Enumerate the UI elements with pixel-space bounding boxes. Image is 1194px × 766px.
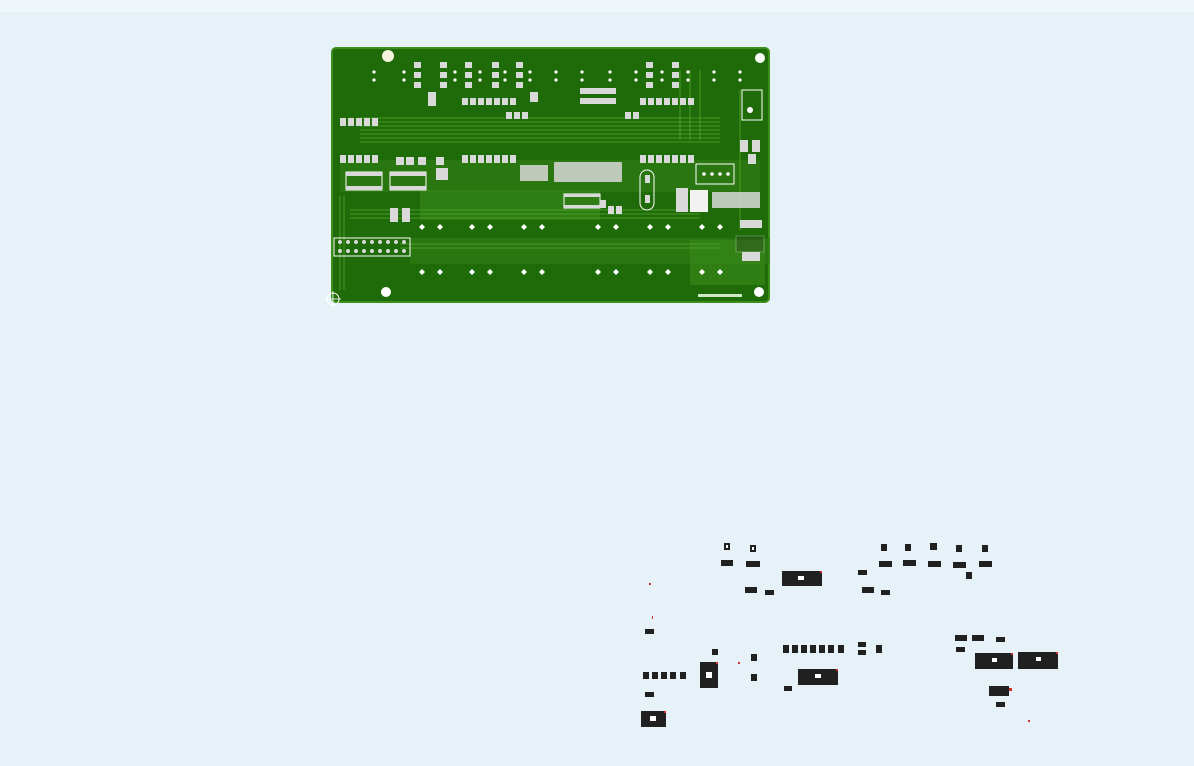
mounting-hole-tr xyxy=(755,53,765,63)
mounting-hole-bl xyxy=(381,287,391,297)
display-pads xyxy=(419,224,723,275)
pcb-scene[interactable] xyxy=(0,12,1194,766)
component-pins xyxy=(726,545,804,580)
ic-footprints xyxy=(345,89,765,261)
silkscreen-text-mark xyxy=(698,294,742,297)
connector-bottom-left xyxy=(333,237,411,257)
top-strip xyxy=(0,0,1194,12)
component-row-top xyxy=(414,62,694,119)
trace-bus xyxy=(339,70,741,290)
component-pins xyxy=(650,657,1041,721)
header-pads-left xyxy=(340,118,694,163)
pcb-viewer-canvas[interactable] xyxy=(0,12,1194,766)
copper-pour xyxy=(690,240,765,285)
pcb-board[interactable] xyxy=(325,47,770,307)
mounting-hole-br xyxy=(754,287,764,297)
pin1-markers xyxy=(649,571,1058,722)
loose-components[interactable] xyxy=(641,543,1058,727)
via-group xyxy=(372,70,742,82)
mounting-hole-tl xyxy=(382,50,394,62)
component-cluster[interactable] xyxy=(641,629,1058,727)
component-cluster[interactable] xyxy=(721,543,992,595)
